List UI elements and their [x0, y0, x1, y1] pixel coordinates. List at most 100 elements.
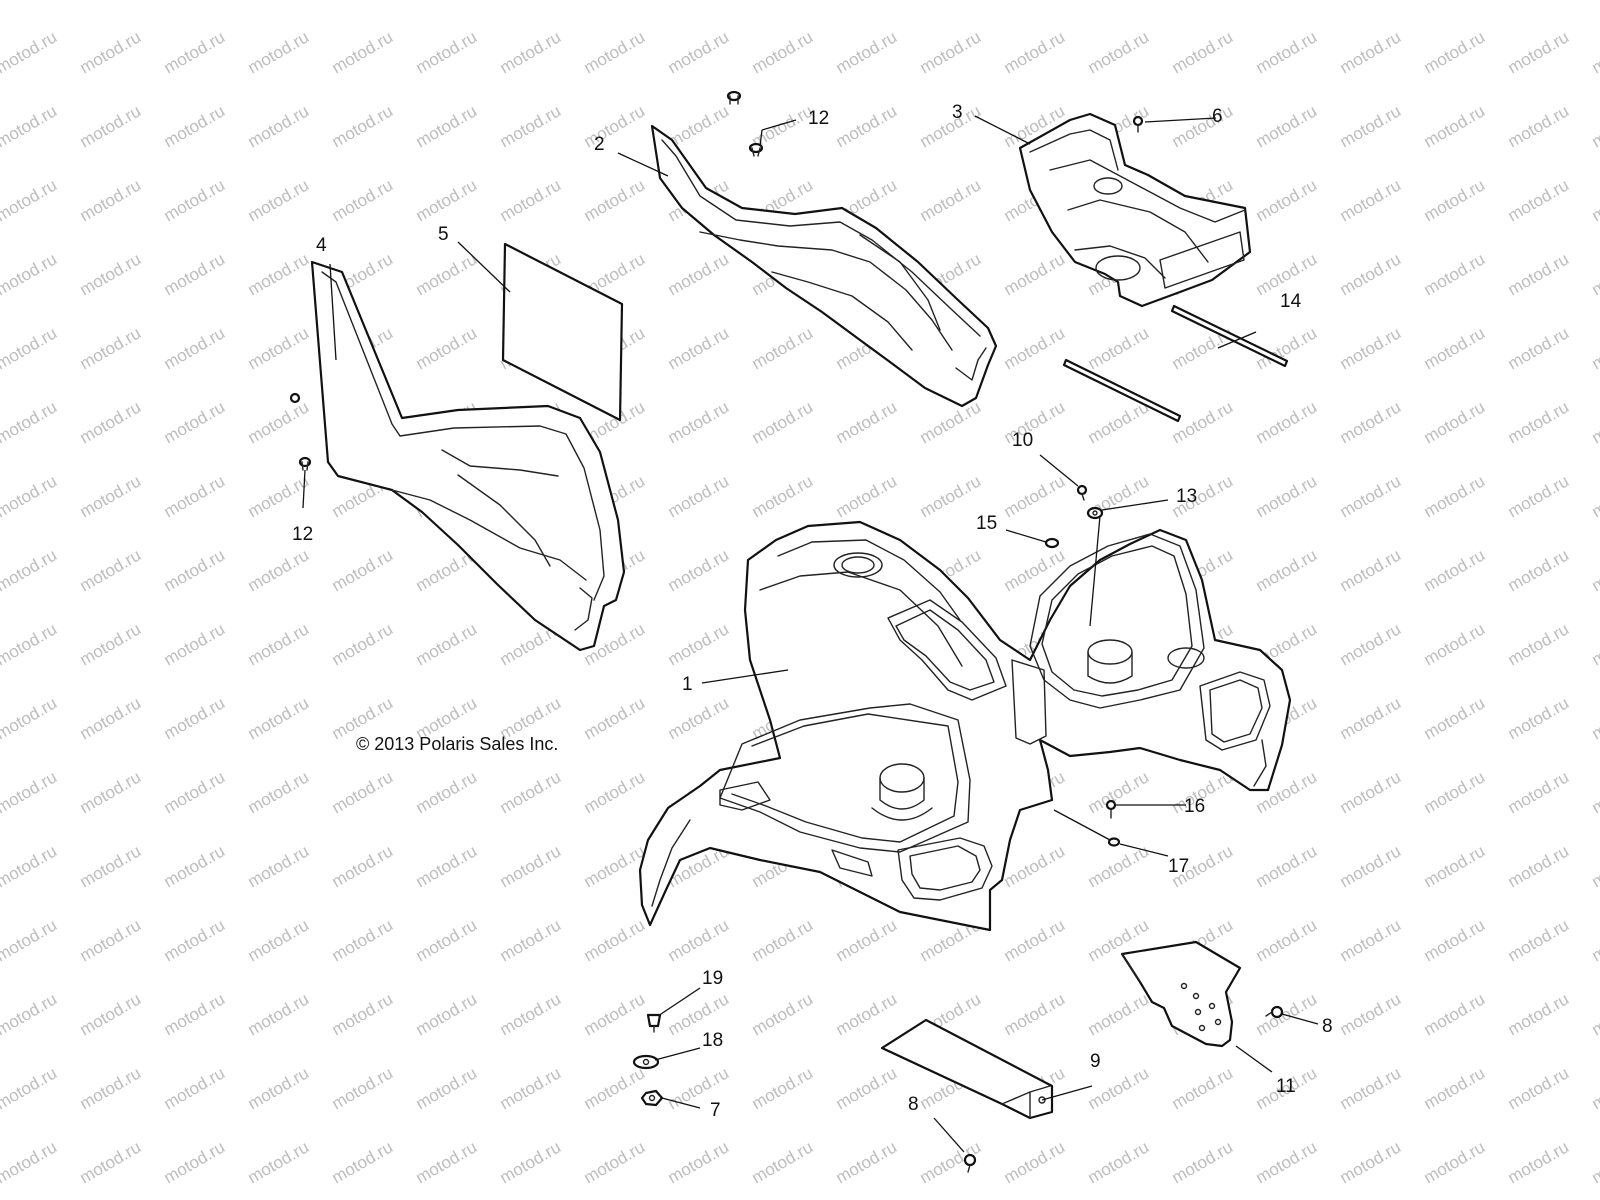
- watermark-text: motod.ru: [1421, 1137, 1489, 1187]
- watermark-text: motod.ru: [1169, 27, 1237, 77]
- watermark-text: motod.ru: [1001, 27, 1069, 77]
- watermark-text: motod.ru: [665, 0, 733, 3]
- watermark-text: motod.ru: [1589, 545, 1600, 595]
- watermark-text: motod.ru: [245, 471, 313, 521]
- watermark-text: motod.ru: [161, 915, 229, 965]
- watermark-text: motod.ru: [1421, 915, 1489, 965]
- watermark-text: motod.ru: [1505, 101, 1573, 151]
- watermark-text: motod.ru: [497, 767, 565, 817]
- watermark-text: motod.ru: [77, 989, 145, 1039]
- watermark-text: motod.ru: [245, 989, 313, 1039]
- watermark-text: motod.ru: [581, 101, 649, 151]
- watermark-text: motod.ru: [413, 619, 481, 669]
- watermark-text: motod.ru: [245, 1063, 313, 1113]
- watermark-text: motod.ru: [329, 1063, 397, 1113]
- watermark-text: motod.ru: [1085, 397, 1153, 447]
- watermark-text: motod.ru: [1253, 0, 1321, 3]
- watermark-text: motod.ru: [161, 27, 229, 77]
- part-3-storage-box[interactable]: [1018, 112, 1252, 308]
- watermark-text: motod.ru: [497, 0, 565, 3]
- callout-16: 16: [1184, 796, 1205, 817]
- watermark-text: motod.ru: [1589, 175, 1600, 225]
- watermark-text: motod.ru: [1085, 27, 1153, 77]
- watermark-text: motod.ru: [1421, 1063, 1489, 1113]
- watermark-text: motod.ru: [1589, 841, 1600, 891]
- watermark-text: motod.ru: [1421, 619, 1489, 669]
- watermark-text: motod.ru: [329, 767, 397, 817]
- watermark-text: motod.ru: [749, 323, 817, 373]
- watermark-text: motod.ru: [833, 397, 901, 447]
- watermark-text: motod.ru: [581, 0, 649, 3]
- watermark-text: motod.ru: [1421, 989, 1489, 1039]
- watermark-text: motod.ru: [1505, 1063, 1573, 1113]
- callout-7: 7: [710, 1100, 721, 1121]
- watermark-text: motod.ru: [1505, 989, 1573, 1039]
- watermark-text: motod.ru: [1337, 915, 1405, 965]
- part-9-bracket[interactable]: [880, 1018, 1054, 1120]
- fastener-8b: [963, 1153, 977, 1173]
- part-11-plate[interactable]: [1120, 940, 1242, 1048]
- watermark-text: motod.ru: [1337, 0, 1405, 3]
- watermark-text: motod.ru: [0, 1137, 60, 1187]
- fastener-6: [1132, 115, 1144, 133]
- watermark-text: motod.ru: [497, 989, 565, 1039]
- copyright-text: © 2013 Polaris Sales Inc.: [356, 734, 558, 754]
- watermark-text: motod.ru: [1589, 1137, 1600, 1187]
- watermark-text: motod.ru: [413, 0, 481, 3]
- callout-2: 2: [594, 134, 605, 155]
- watermark-text: motod.ru: [1337, 545, 1405, 595]
- watermark-text: motod.ru: [329, 0, 397, 3]
- watermark-text: motod.ru: [77, 175, 145, 225]
- watermark-text: motod.ru: [581, 767, 649, 817]
- part-14-rods[interactable]: [1062, 304, 1289, 423]
- watermark-text: motod.ru: [1337, 989, 1405, 1039]
- watermark-text: motod.ru: [1589, 989, 1600, 1039]
- watermark-text: motod.ru: [1421, 767, 1489, 817]
- watermark-text: motod.ru: [1337, 619, 1405, 669]
- watermark-text: motod.ru: [413, 27, 481, 77]
- watermark-text: motod.ru: [497, 27, 565, 77]
- part-4-side-panel[interactable]: [310, 260, 626, 652]
- watermark-text: motod.ru: [665, 1137, 733, 1187]
- watermark-text: motod.ru: [1505, 323, 1573, 373]
- part-1-front-body[interactable]: [638, 520, 1292, 932]
- watermark-text: motod.ru: [581, 175, 649, 225]
- watermark-text: motod.ru: [917, 101, 985, 151]
- watermark-text: motod.ru: [161, 619, 229, 669]
- watermark-text: motod.ru: [161, 249, 229, 299]
- watermark-text: motod.ru: [161, 323, 229, 373]
- watermark-text: motod.ru: [0, 397, 60, 447]
- watermark-text: motod.ru: [329, 545, 397, 595]
- watermark-text: motod.ru: [329, 989, 397, 1039]
- watermark-text: motod.ru: [1421, 693, 1489, 743]
- watermark-text: motod.ru: [749, 1063, 817, 1113]
- watermark-text: motod.ru: [1589, 693, 1600, 743]
- watermark-text: motod.ru: [77, 693, 145, 743]
- watermark-text: motod.ru: [917, 175, 985, 225]
- watermark-text: motod.ru: [1001, 0, 1069, 3]
- callout-labels: 1 2 3 4 5 6 7 8 8 9 10 11 12 12 13 14 15…: [292, 102, 1333, 1121]
- watermark-text: motod.ru: [77, 1137, 145, 1187]
- washer-13: [1086, 506, 1104, 520]
- watermark-text: motod.ru: [833, 1137, 901, 1187]
- watermark-text: motod.ru: [833, 915, 901, 965]
- watermark-text: motod.ru: [665, 471, 733, 521]
- watermark-text: motod.ru: [1505, 0, 1573, 3]
- part-2-fender-panel[interactable]: [650, 124, 998, 408]
- watermark-text: motod.ru: [581, 915, 649, 965]
- watermark-text: motod.ru: [1421, 545, 1489, 595]
- part-5-decal[interactable]: [501, 242, 624, 422]
- watermark-text: motod.ru: [1589, 0, 1600, 3]
- watermark-text: motod.ru: [497, 1137, 565, 1187]
- watermark-text: motod.ru: [1337, 693, 1405, 743]
- watermark-text: motod.ru: [1001, 323, 1069, 373]
- watermark-text: motod.ru: [1085, 767, 1153, 817]
- watermark-text: motod.ru: [245, 323, 313, 373]
- watermark-text: motod.ru: [329, 1137, 397, 1187]
- callout-15: 15: [976, 513, 997, 534]
- watermark-text: motod.ru: [1253, 915, 1321, 965]
- washer-17: [1107, 837, 1121, 847]
- watermark-text: motod.ru: [1001, 545, 1069, 595]
- watermark-text: motod.ru: [665, 1063, 733, 1113]
- watermark-text: motod.ru: [1505, 767, 1573, 817]
